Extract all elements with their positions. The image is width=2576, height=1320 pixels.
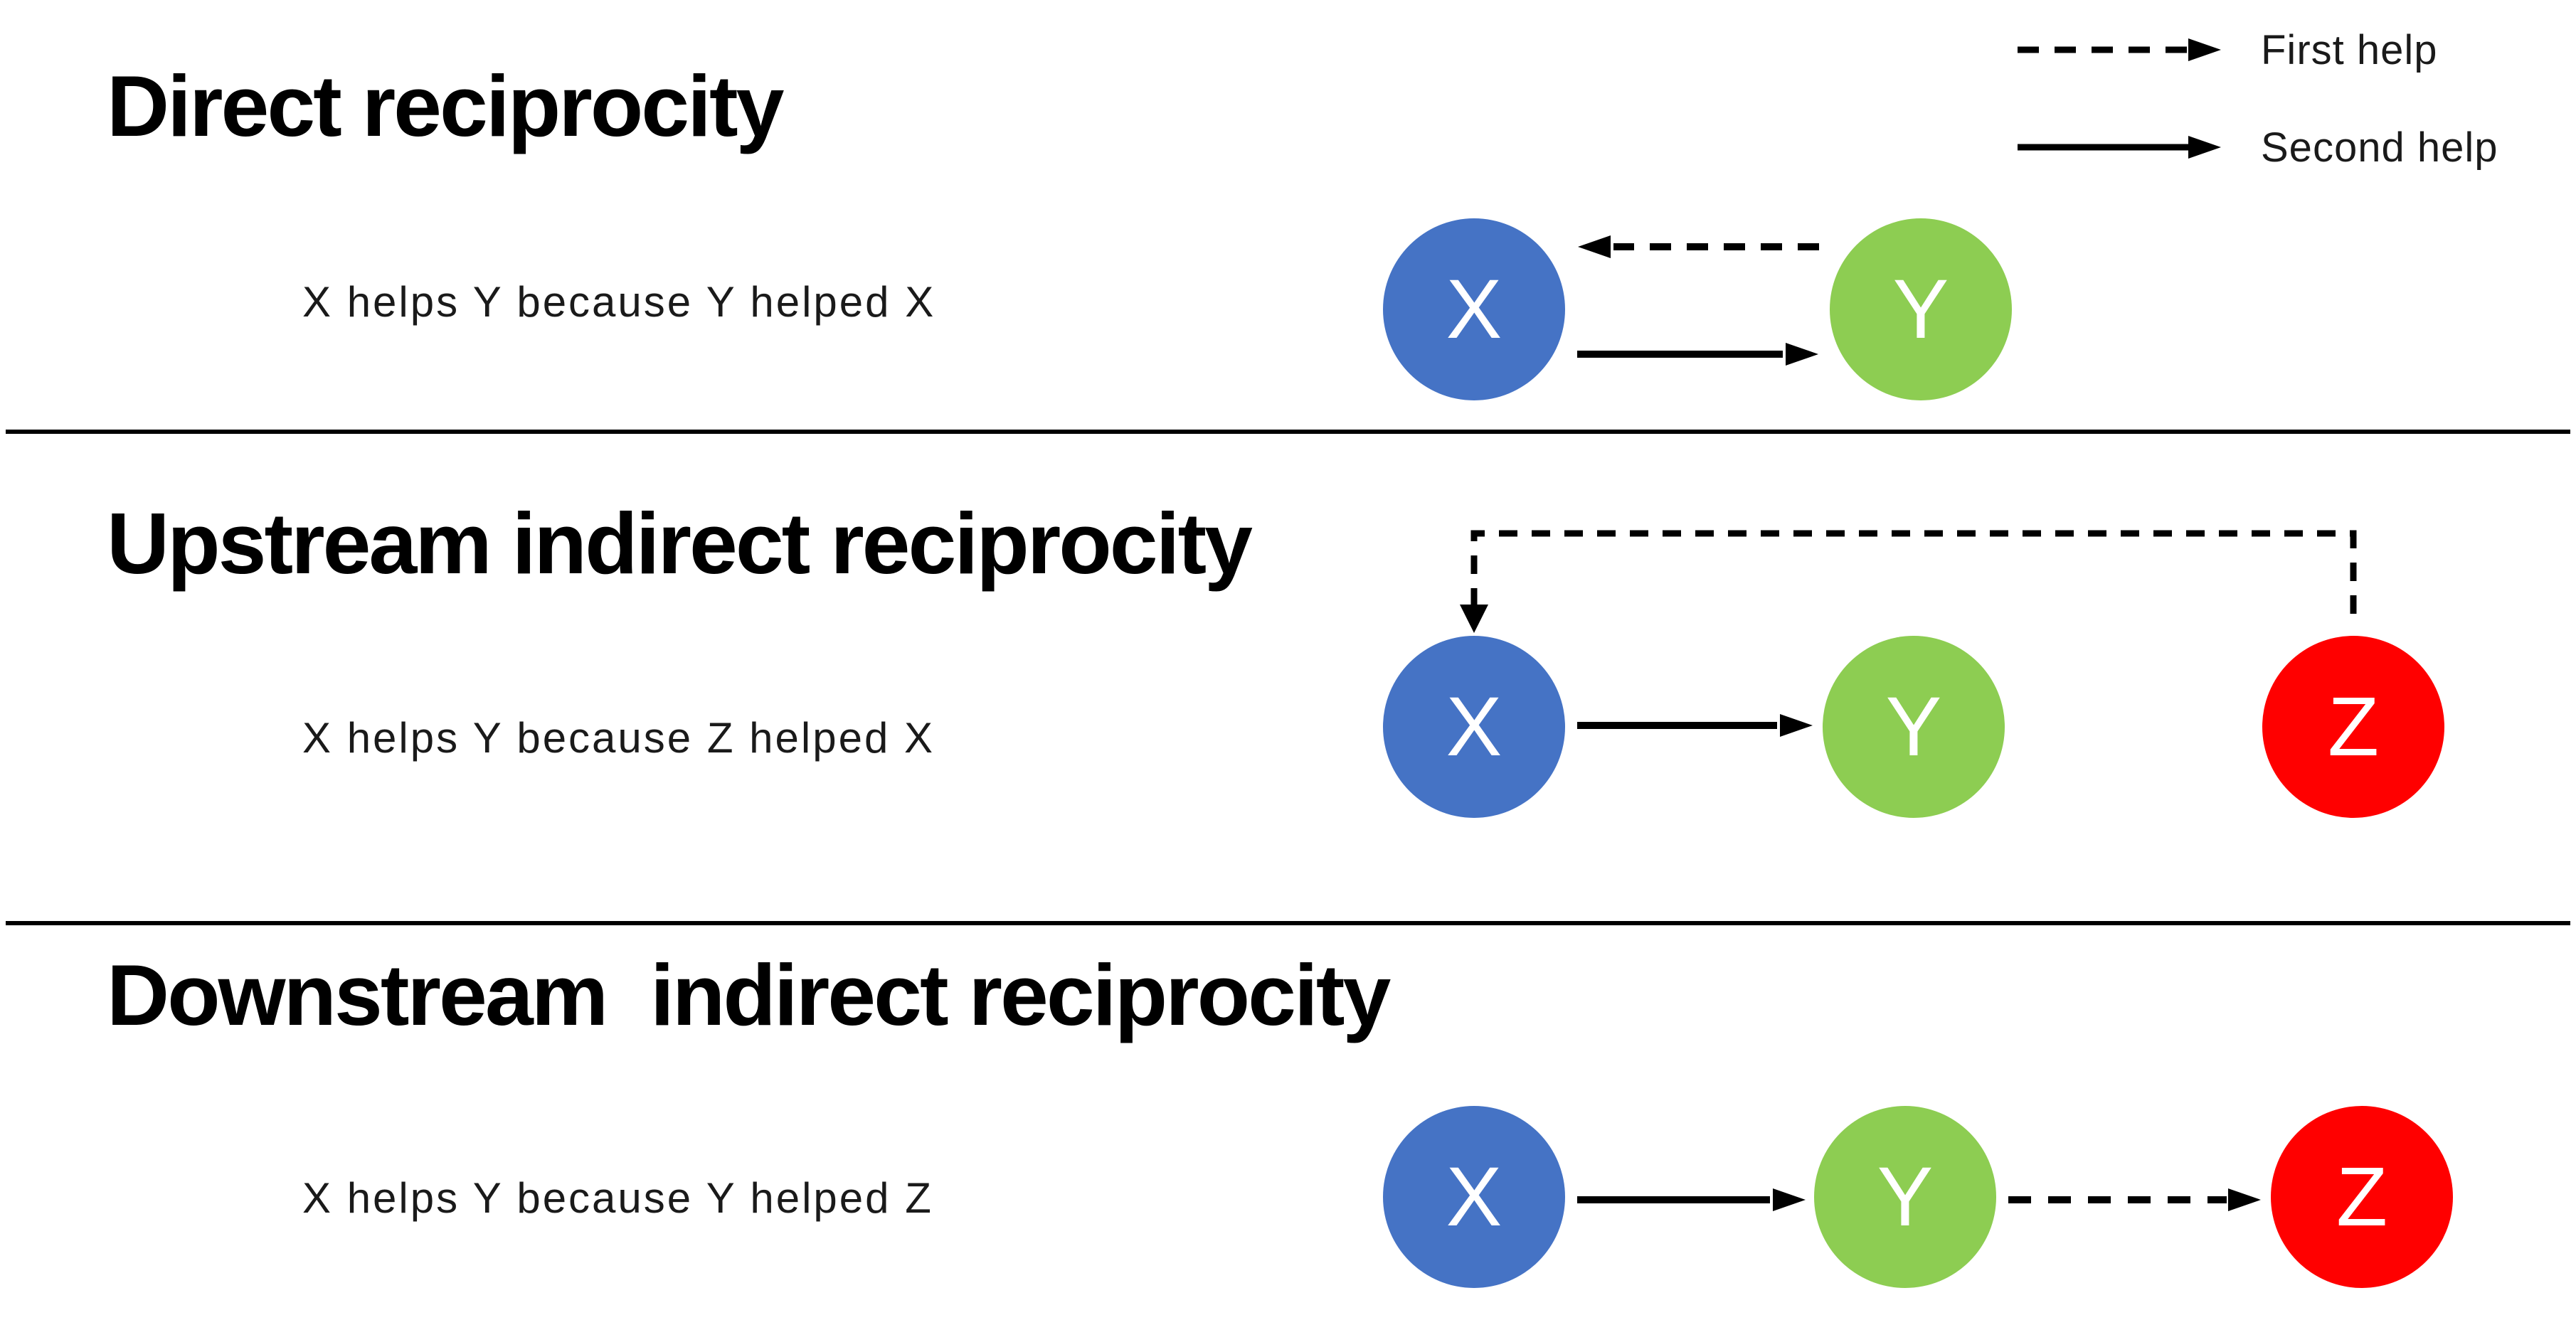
first-help-arrow-y-to-x-icon [1578,235,1819,258]
node-y: Y [1814,1106,1996,1288]
section-title: Direct reciprocity [107,58,785,154]
second-help-arrow-x-to-y-icon [1577,714,1813,737]
node-x-label: X [1446,1150,1502,1244]
node-z: Z [2262,636,2444,818]
first-help-dashed-arrow-icon [2018,38,2221,61]
node-x: X [1383,218,1565,400]
node-x: X [1383,1106,1565,1288]
second-help-solid-arrow-icon [2018,136,2221,159]
section-divider-1 [6,430,2570,434]
node-y-label: Y [1877,1150,1934,1244]
section-title: Downstream indirect reciprocity [107,947,1391,1043]
legend-label-second-help: Second help [2261,124,2498,171]
section-description: X helps Y because Y helped X [302,278,936,326]
node-y: Y [1823,636,2005,818]
node-y: Y [1830,218,2012,400]
first-help-arrow-y-to-z-icon [2008,1188,2261,1211]
second-help-arrow-x-to-y-icon [1577,1188,1806,1211]
node-x: X [1383,636,1565,818]
second-help-arrow-x-to-y-icon [1577,343,1818,366]
legend-item-first-help: First help [2013,27,2438,73]
section-title: Upstream indirect reciprocity [107,495,1253,592]
node-x-label: X [1446,262,1502,356]
node-z: Z [2271,1106,2453,1288]
section-description: X helps Y because Z helped X [302,714,935,762]
node-y-label: Y [1885,680,1942,774]
section-divider-2 [6,921,2570,925]
first-help-elbow-arrow-z-to-x-icon [1460,530,2357,633]
node-z-label: Z [2327,680,2380,774]
node-z-label: Z [2336,1150,2388,1244]
legend-item-second-help: Second help [2013,124,2498,171]
node-x-label: X [1446,680,1502,774]
legend-label-first-help: First help [2261,26,2438,73]
node-y-label: Y [1892,262,1949,356]
section-description: X helps Y because Y helped Z [302,1174,933,1222]
